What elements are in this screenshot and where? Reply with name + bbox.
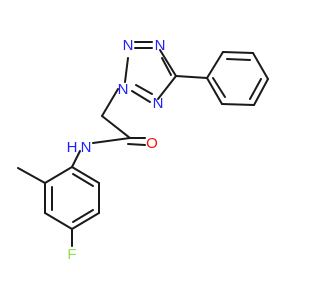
atom-n-tetrazole-left: N xyxy=(118,81,129,98)
molecule-diagram: N N N N O H N F xyxy=(17,37,269,263)
atom-n-amide: N xyxy=(81,139,92,156)
atom-f: F xyxy=(67,246,76,263)
atom-n-tetrazole-top: N xyxy=(123,37,134,54)
atom-n-tetrazole-bottom: N xyxy=(153,95,164,112)
atom-labels: N N N N O H N F xyxy=(67,37,166,263)
bonds xyxy=(17,41,269,247)
atom-h: H xyxy=(67,139,78,156)
atom-n-tetrazole-topright: N xyxy=(155,37,166,54)
atom-o: O xyxy=(146,135,158,152)
structure-canvas: N N N N O H N F xyxy=(17,37,269,263)
